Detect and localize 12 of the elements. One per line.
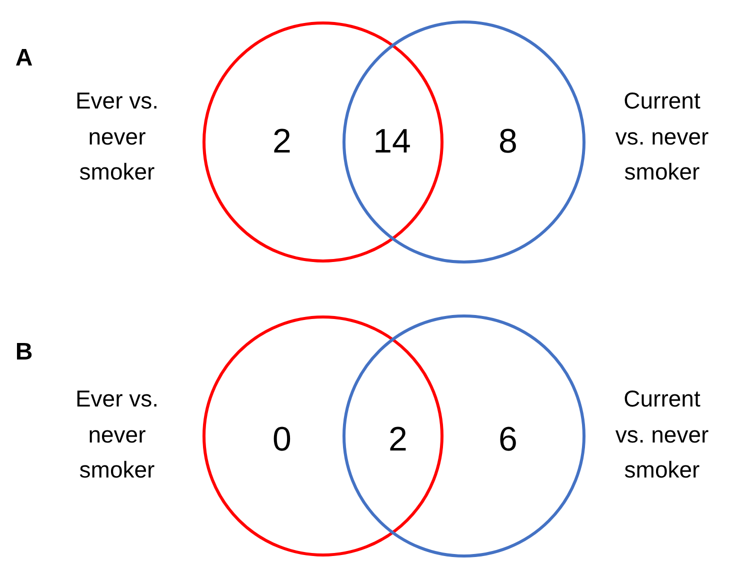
region-count: 2 (272, 122, 292, 163)
region-count: 0 (272, 420, 292, 461)
panel-letter: A (15, 43, 33, 74)
set-label: Current vs. never smoker (614, 384, 710, 485)
set-label: Ever vs. never smoker (74, 86, 160, 187)
set-label: Current vs. never smoker (614, 86, 710, 187)
set-label: Ever vs. never smoker (74, 384, 160, 485)
region-count: 8 (498, 122, 518, 163)
panel-letter: B (15, 337, 33, 368)
region-count: 6 (498, 420, 518, 461)
region-count: 14 (373, 122, 411, 163)
region-count: 2 (388, 420, 408, 461)
